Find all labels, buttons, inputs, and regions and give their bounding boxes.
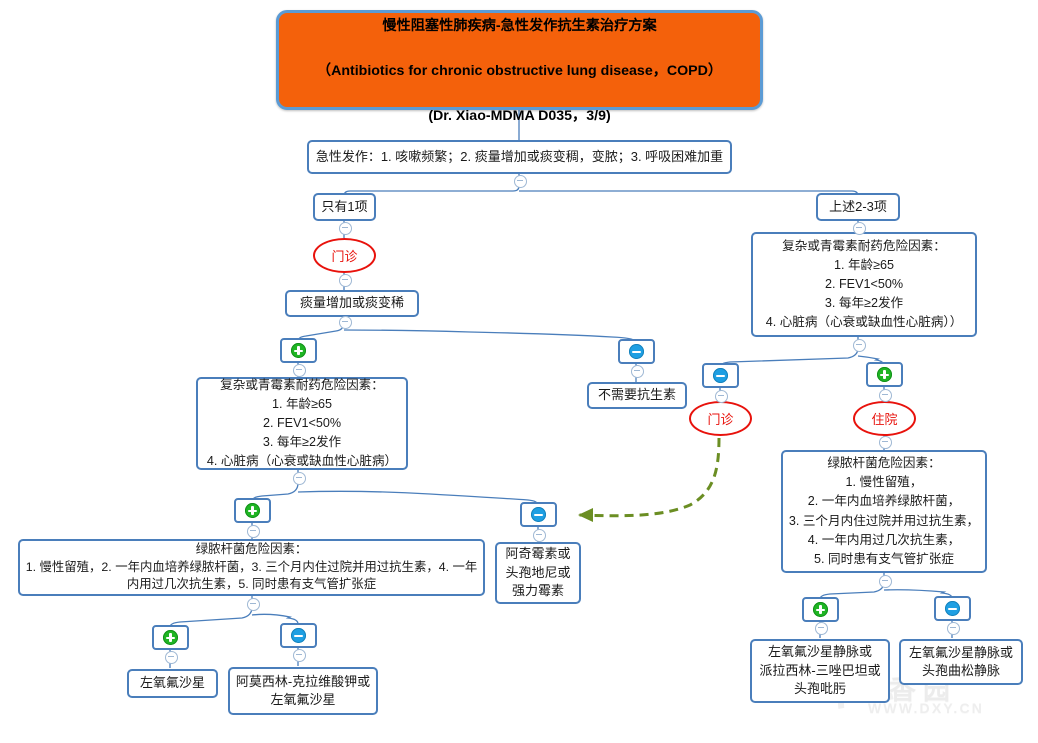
- title-line-1: 慢性阻塞性肺疾病-急性发作抗生素治疗方案: [382, 18, 657, 35]
- minus-icon: [629, 344, 644, 359]
- badge-pseudoleft-negative[interactable]: [280, 623, 317, 648]
- collapse-dot[interactable]: [247, 598, 260, 611]
- badge-riskright-negative[interactable]: [702, 363, 739, 388]
- title-line-3: (Dr. Xiao-MDMA D035，3/9): [428, 107, 611, 124]
- node-label: 上述2-3项: [829, 198, 887, 214]
- collapse-dot[interactable]: [165, 651, 178, 664]
- node-outpatient-right[interactable]: 门诊: [689, 401, 752, 436]
- collapse-dot[interactable]: [815, 622, 828, 635]
- collapse-dot[interactable]: [715, 390, 728, 403]
- node-label: 复杂或青霉素耐药危险因素： 1. 年龄≥65 2. FEV1<50% 3. 每年…: [765, 238, 963, 330]
- badge-sputum-negative[interactable]: [618, 339, 655, 364]
- node-drug-iv-piperacillin[interactable]: 左氧氟沙星静脉或 派拉西林-三唑巴坦或 头孢吡肟: [750, 639, 890, 703]
- node-label: 门诊: [331, 249, 358, 264]
- node-risk-factors-left[interactable]: 复杂或青霉素耐药危险因素： 1. 年龄≥65 2. FEV1<50% 3. 每年…: [196, 377, 408, 470]
- node-label: 门诊: [707, 412, 734, 427]
- node-only-one-item[interactable]: 只有1项: [313, 193, 376, 221]
- collapse-dot[interactable]: [247, 525, 260, 538]
- wire-pseudoright-plus: [819, 573, 885, 600]
- collapse-dot[interactable]: [853, 339, 866, 352]
- node-drug-iv-ceftriaxone[interactable]: 左氧氟沙星静脉或 头孢曲松静脉: [899, 639, 1023, 685]
- collapse-dot[interactable]: [339, 222, 352, 235]
- node-label: 复杂或青霉素耐药危险因素： 1. 年龄≥65 2. FEV1<50% 3. 每年…: [206, 377, 398, 469]
- node-drug-azithromycin[interactable]: 阿奇霉素或 头孢地尼或 强力霉素: [495, 542, 581, 604]
- collapse-dot[interactable]: [293, 472, 306, 485]
- collapse-dot[interactable]: [879, 389, 892, 402]
- badge-pseudoright-negative[interactable]: [934, 596, 971, 621]
- node-label: 左氧氟沙星: [139, 675, 205, 691]
- collapse-dot[interactable]: [293, 364, 306, 377]
- node-drug-amoxicillin-clavulanate[interactable]: 阿莫西林-克拉维酸钾或 左氧氟沙星: [228, 667, 378, 715]
- collapse-dot[interactable]: [947, 622, 960, 635]
- collapse-dot[interactable]: [293, 649, 306, 662]
- node-risk-factors-right[interactable]: 复杂或青霉素耐药危险因素： 1. 年龄≥65 2. FEV1<50% 3. 每年…: [751, 232, 977, 337]
- node-outpatient-left[interactable]: 门诊: [313, 238, 376, 273]
- node-drug-levofloxacin[interactable]: 左氧氟沙星: [127, 669, 218, 698]
- wire-riskright-minus: [719, 337, 859, 368]
- node-label: 阿莫西林-克拉维酸钾或 左氧氟沙星: [235, 673, 371, 707]
- minus-icon: [713, 368, 728, 383]
- badge-pseudoleft-positive[interactable]: [152, 625, 189, 650]
- badge-sputum-positive[interactable]: [280, 338, 317, 363]
- minus-icon: [291, 628, 306, 643]
- node-label: 阿奇霉素或 头孢地尼或 强力霉素: [505, 546, 571, 599]
- node-acute-exacerbation-criteria[interactable]: 急性发作：1. 咳嗽频繁；2. 痰量增加或痰变稠，变脓；3. 呼吸困难加重: [307, 140, 732, 174]
- plus-icon: [245, 503, 260, 518]
- node-label: 急性发作：1. 咳嗽频繁；2. 痰量增加或痰变稠，变脓；3. 呼吸困难加重: [315, 148, 724, 164]
- collapse-dot[interactable]: [514, 175, 527, 188]
- collapse-dot[interactable]: [339, 274, 352, 287]
- wire-riskleft-plus: [251, 470, 299, 502]
- collapse-dot[interactable]: [879, 575, 892, 588]
- collapse-dot[interactable]: [853, 222, 866, 235]
- node-inpatient[interactable]: 住院: [853, 401, 916, 436]
- node-label: 痰量增加或痰变稀: [299, 295, 404, 311]
- node-pseudomonas-risk-right[interactable]: 绿脓杆菌危险因素： 1. 慢性留殖， 2. 一年内血培养绿脓杆菌， 3. 三个月…: [781, 450, 987, 573]
- badge-pseudoright-positive[interactable]: [802, 597, 839, 622]
- wire-riskleft-minus: [297, 490, 539, 506]
- node-label: 绿脓杆菌危险因素： 1. 慢性留殖， 2. 一年内血培养绿脓杆菌， 3. 三个月…: [788, 456, 980, 566]
- wire-pseudoleft-plus: [169, 596, 253, 628]
- node-no-antibiotics-needed[interactable]: 不需要抗生素: [587, 382, 687, 409]
- wire-sputum-plus: [297, 314, 345, 342]
- node-label: 只有1项: [321, 198, 368, 214]
- minus-icon: [945, 601, 960, 616]
- minus-icon: [531, 507, 546, 522]
- wire-criteria-right: [519, 190, 859, 197]
- collapse-dot[interactable]: [631, 365, 644, 378]
- node-label: 不需要抗生素: [597, 387, 676, 403]
- plus-icon: [291, 343, 306, 358]
- node-sputum-increase[interactable]: 痰量增加或痰变稀: [285, 290, 419, 317]
- node-label: 左氧氟沙星静脉或 派拉西林-三唑巴坦或 头孢吡肟: [759, 644, 881, 697]
- node-label: 住院: [871, 412, 898, 427]
- plus-icon: [813, 602, 828, 617]
- badge-riskleft-positive[interactable]: [234, 498, 271, 523]
- dashed-feedback-arrow: [577, 437, 721, 522]
- node-label: 绿脓杆菌危险因素： 1. 慢性留殖，2. 一年内血培养绿脓杆菌，3. 三个月内住…: [25, 542, 478, 592]
- plus-icon: [163, 630, 178, 645]
- node-pseudomonas-risk-left[interactable]: 绿脓杆菌危险因素： 1. 慢性留殖，2. 一年内血培养绿脓杆菌，3. 三个月内住…: [18, 539, 485, 596]
- title-line-2: （Antibiotics for chronic obstructive lun…: [316, 63, 723, 79]
- node-label: 左氧氟沙星静脉或 头孢曲松静脉: [908, 644, 1013, 678]
- collapse-dot[interactable]: [339, 316, 352, 329]
- node-two-to-three-items[interactable]: 上述2-3项: [816, 193, 900, 221]
- plus-icon: [877, 367, 892, 382]
- wire-sputum-minus: [343, 329, 637, 343]
- collapse-dot[interactable]: [879, 436, 892, 449]
- collapse-dot[interactable]: [533, 529, 546, 542]
- badge-riskleft-negative[interactable]: [520, 502, 557, 527]
- chart-title-box: 慢性阻塞性肺疾病-急性发作抗生素治疗方案 （Antibiotics for ch…: [276, 10, 763, 124]
- badge-riskright-positive[interactable]: [866, 362, 903, 387]
